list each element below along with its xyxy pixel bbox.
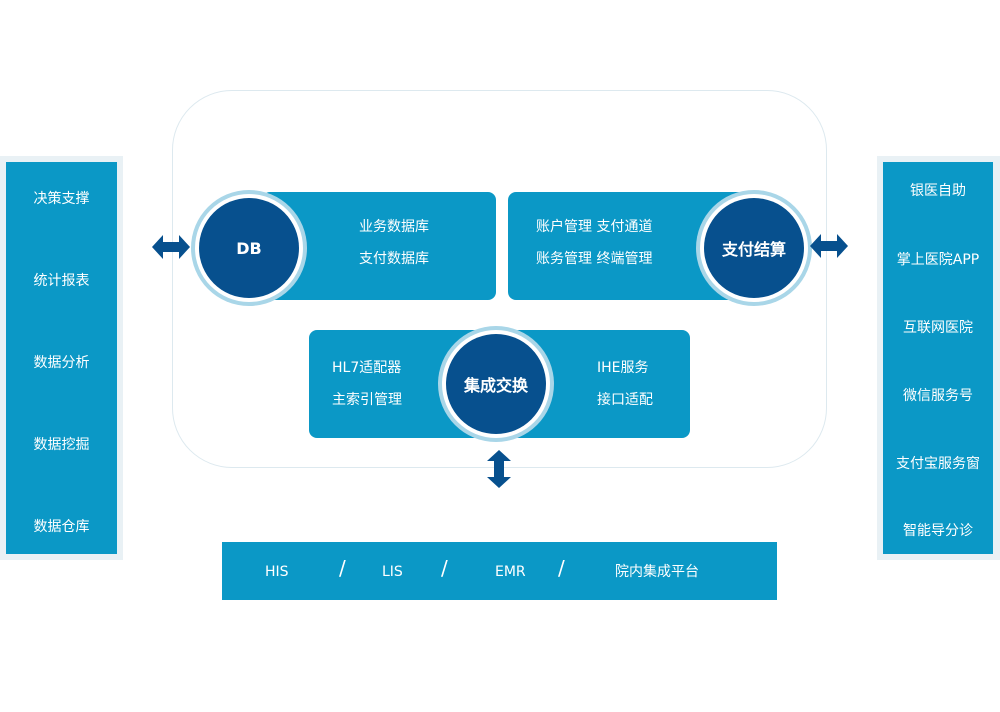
bottom-bar: HIS / LIS / EMR / 院内集成平台 bbox=[222, 542, 777, 600]
left-panel-inner: 决策支撑 统计报表 数据分析 数据挖掘 数据仓库 bbox=[6, 162, 117, 554]
integration-left-1: HL7适配器 bbox=[332, 360, 402, 376]
integration-circle-label: 集成交换 bbox=[446, 334, 546, 434]
bottom-item-his: HIS bbox=[265, 564, 289, 580]
right-item-internet-hospital: 互联网医院 bbox=[903, 320, 973, 336]
bottom-separator-1: / bbox=[339, 556, 346, 580]
right-panel-inner: 银医自助 掌上医院APP 互联网医院 微信服务号 支付宝服务窗 智能导分诊 bbox=[883, 162, 993, 554]
payment-line-1: 账户管理 支付通道 bbox=[536, 219, 653, 235]
bottom-item-emr: EMR bbox=[495, 564, 526, 580]
db-line-business: 业务数据库 bbox=[359, 219, 429, 235]
db-circle: DB bbox=[191, 190, 307, 306]
right-item-wechat: 微信服务号 bbox=[903, 388, 973, 404]
integration-right-1: IHE服务 bbox=[597, 360, 649, 376]
left-item-data-warehouse: 数据仓库 bbox=[33, 519, 90, 535]
integration-left-2: 主索引管理 bbox=[332, 392, 402, 408]
bottom-separator-2: / bbox=[441, 556, 448, 580]
right-double-arrow-icon bbox=[810, 234, 848, 258]
integration-circle: 集成交换 bbox=[438, 326, 554, 442]
left-item-decision-support: 决策支撑 bbox=[33, 191, 90, 207]
db-line-payment: 支付数据库 bbox=[359, 251, 429, 267]
left-item-statistics-report: 统计报表 bbox=[33, 273, 90, 289]
integration-right-2: 接口适配 bbox=[597, 392, 653, 408]
right-item-alipay: 支付宝服务窗 bbox=[896, 456, 980, 472]
left-item-data-analysis: 数据分析 bbox=[33, 355, 90, 371]
right-panel: 银医自助 掌上医院APP 互联网医院 微信服务号 支付宝服务窗 智能导分诊 bbox=[877, 156, 1000, 560]
left-item-data-mining: 数据挖掘 bbox=[33, 437, 90, 453]
right-item-mobile-app: 掌上医院APP bbox=[896, 252, 980, 268]
right-item-self-service: 银医自助 bbox=[910, 183, 966, 199]
vertical-double-arrow-icon bbox=[487, 450, 511, 488]
left-double-arrow-icon bbox=[152, 235, 190, 259]
payment-circle: 支付结算 bbox=[696, 190, 812, 306]
left-panel: 决策支撑 统计报表 数据分析 数据挖掘 数据仓库 bbox=[0, 156, 123, 560]
right-item-smart-triage: 智能导分诊 bbox=[903, 523, 973, 539]
bottom-separator-3: / bbox=[558, 556, 565, 580]
payment-line-2: 账务管理 终端管理 bbox=[536, 251, 653, 267]
db-circle-label: DB bbox=[199, 198, 299, 298]
payment-circle-label: 支付结算 bbox=[704, 198, 804, 298]
bottom-item-integration-platform: 院内集成平台 bbox=[615, 564, 699, 580]
bottom-item-lis: LIS bbox=[382, 564, 403, 580]
